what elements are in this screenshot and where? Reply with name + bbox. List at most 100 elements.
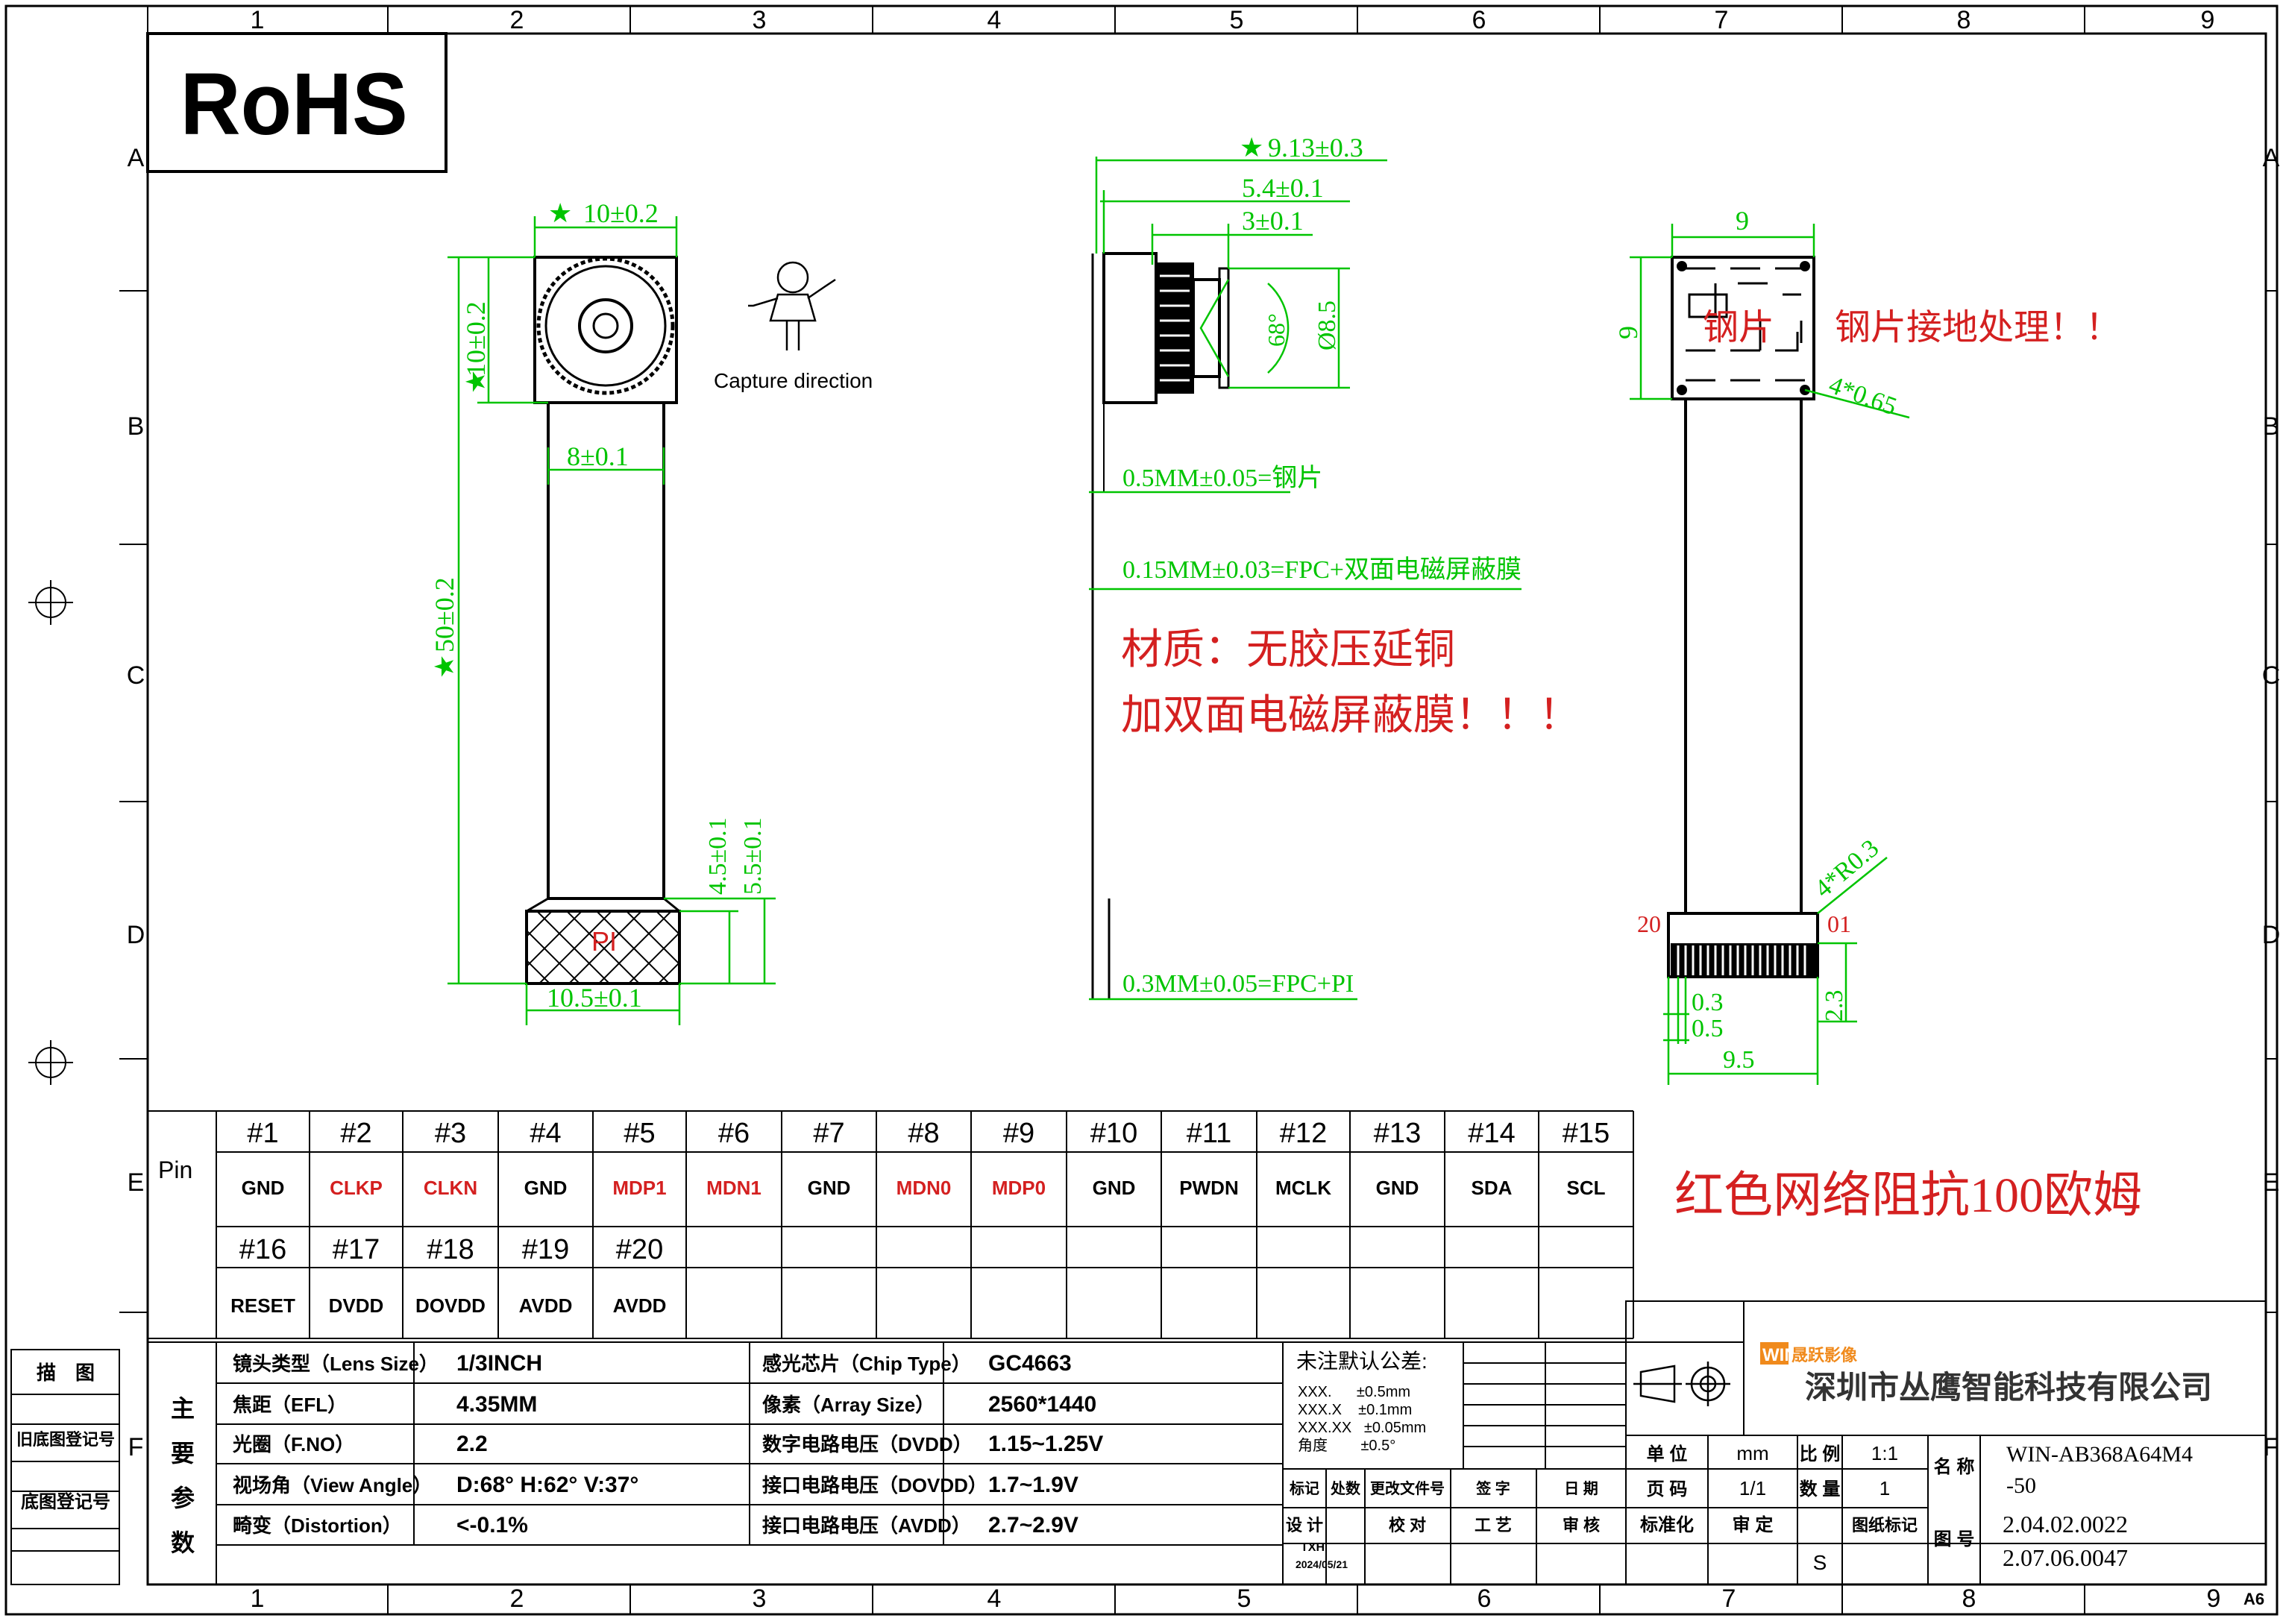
signature-header: 设 计 xyxy=(1286,1516,1323,1535)
pin-number: #17 xyxy=(333,1234,380,1265)
col-label: 9 xyxy=(2207,1584,2221,1613)
name-label: 名 称 xyxy=(1934,1456,1975,1477)
param-value: 1/3INCH xyxy=(456,1351,542,1376)
pin-name: SCL xyxy=(1567,1177,1606,1199)
pin-header: Pin xyxy=(158,1156,192,1183)
diameter-label: Ø8.5 xyxy=(1313,300,1341,350)
pin-name: GND xyxy=(1376,1177,1419,1199)
pin-number: #18 xyxy=(427,1234,474,1265)
params-side-label: 数 xyxy=(171,1529,195,1556)
row-label: F xyxy=(128,1433,144,1461)
col-label: 7 xyxy=(1715,6,1729,34)
col-label: 4 xyxy=(987,6,1002,34)
brand-win: WIN xyxy=(1762,1345,1797,1365)
star-icon: ★ xyxy=(429,655,459,679)
row-label: E xyxy=(128,1168,145,1197)
param-value: 1.7~1.9V xyxy=(988,1473,1078,1497)
dim-a: 5.4±0.1 xyxy=(1242,173,1324,203)
revision-header: 更改文件号 xyxy=(1370,1479,1445,1497)
paper-size: A6 xyxy=(2243,1590,2264,1608)
pin-name: GND xyxy=(1093,1177,1136,1199)
col-label: 3 xyxy=(753,6,767,34)
dim-03: 0.3 xyxy=(1692,989,1724,1016)
dim-height-top: 10±0.2 xyxy=(461,301,491,377)
param-value: 2.2 xyxy=(456,1432,488,1456)
drawing-no-1: 2.04.02.0022 xyxy=(2003,1511,2128,1538)
qty-label: 数 量 xyxy=(1800,1479,1841,1499)
pin01-label: 01 xyxy=(1827,910,1851,937)
param-value: GC4663 xyxy=(988,1351,1072,1376)
dim-pi-b: 5.5±0.1 xyxy=(739,817,767,895)
name-value-2: -50 xyxy=(2006,1473,2036,1498)
dim-side: 9 xyxy=(1613,326,1643,339)
note-steel: 0.5MM±0.05=钢片 xyxy=(1122,464,1322,492)
design-date: 2024/05/21 xyxy=(1296,1558,1348,1570)
grid-ticks xyxy=(119,6,2277,1614)
params-table xyxy=(148,1341,1284,1584)
param-value: 2560*1440 xyxy=(988,1392,1096,1417)
pin-table xyxy=(148,1110,1634,1339)
brand-name: 晟跃影像 xyxy=(1791,1346,1858,1365)
col-label: 6 xyxy=(1477,1584,1492,1613)
pin-number: #20 xyxy=(616,1234,663,1265)
param-key: 光圈（F.NO） xyxy=(232,1433,354,1455)
left-label-draw: 描 图 xyxy=(37,1362,95,1384)
dim-b: 3±0.1 xyxy=(1242,206,1304,236)
pin-name: DOVDD xyxy=(415,1294,486,1317)
pin-name: SDA xyxy=(1472,1177,1513,1199)
col-label: 5 xyxy=(1237,1584,1252,1613)
review-label: 审 定 xyxy=(1733,1514,1774,1535)
tolerance-line: XXX.X ±0.1mm xyxy=(1298,1402,1412,1418)
star-icon: ★ xyxy=(1240,132,1263,163)
tolerance-line: XXX.XX ±0.05mm xyxy=(1298,1420,1426,1436)
pin20-label: 20 xyxy=(1637,910,1661,937)
dim-total: 9.13±0.3 xyxy=(1268,133,1363,163)
back-view: 钢片 钢片接地处理！！ 9 9 4*0.65 xyxy=(1613,206,2121,1085)
revision-header: 日 期 xyxy=(1564,1480,1598,1497)
pin-number: #6 xyxy=(718,1118,750,1149)
pin-name: PWDN xyxy=(1179,1177,1238,1199)
left-labels-block xyxy=(10,1349,120,1585)
front-view: PI 10±0.2 ★ 10±0.2 ★ 8±0.1 50±0.2 ★ 4.5±… xyxy=(429,198,873,1025)
unit-value: mm xyxy=(1736,1442,1768,1464)
tolerance-block xyxy=(1282,1341,1627,1585)
col-label: 1 xyxy=(251,6,265,34)
holes-label: 4*0.65 xyxy=(1825,371,1900,421)
pin-name: AVDD xyxy=(519,1294,573,1317)
row-label: E xyxy=(2263,1168,2280,1197)
pin-number: #1 xyxy=(247,1118,278,1149)
projection-symbol-icon xyxy=(1633,1362,1730,1406)
left-label-old-reg: 旧底图登记号 xyxy=(16,1430,115,1449)
param-key: 接口电路电压（DOVDD） xyxy=(762,1474,987,1496)
page-label: 页 码 xyxy=(1647,1479,1688,1499)
col-label: 2 xyxy=(510,1584,524,1613)
param-value: D:68° H:62° V:37° xyxy=(456,1473,638,1497)
pin-name: GND xyxy=(524,1177,568,1199)
dim-fpc-width: 8±0.1 xyxy=(567,441,629,471)
dim-top: 9 xyxy=(1736,206,1749,236)
col-label: 3 xyxy=(753,1584,767,1613)
registration-marks xyxy=(28,580,73,1085)
pin-name: MDN0 xyxy=(896,1177,952,1199)
param-value: 4.35MM xyxy=(456,1392,537,1417)
std-label: 标准化 xyxy=(1640,1514,1694,1535)
pin-number: #2 xyxy=(340,1118,371,1149)
col-label: 1 xyxy=(251,1584,265,1613)
col-label: 9 xyxy=(2201,6,2215,34)
row-label: F xyxy=(2264,1433,2279,1461)
pin-number: #16 xyxy=(239,1234,286,1265)
pi-label: PI xyxy=(591,926,617,957)
revision-header: 标记 xyxy=(1290,1480,1319,1497)
pin-name: CLKP xyxy=(330,1177,383,1199)
name-value-1: WIN-AB368A64M4 xyxy=(2006,1442,2193,1467)
pin-number: #3 xyxy=(435,1118,466,1149)
pin-name: DVDD xyxy=(329,1294,384,1317)
dim-95: 9.5 xyxy=(1723,1046,1755,1074)
company-name: 深圳市丛鹰智能科技有限公司 xyxy=(1805,1370,2212,1405)
col-label: 2 xyxy=(510,6,524,34)
row-label: D xyxy=(127,921,145,949)
left-label-reg: 底图登记号 xyxy=(21,1491,110,1512)
pin-number: #15 xyxy=(1563,1118,1610,1149)
rohs-logo: RoHS xyxy=(180,55,408,153)
